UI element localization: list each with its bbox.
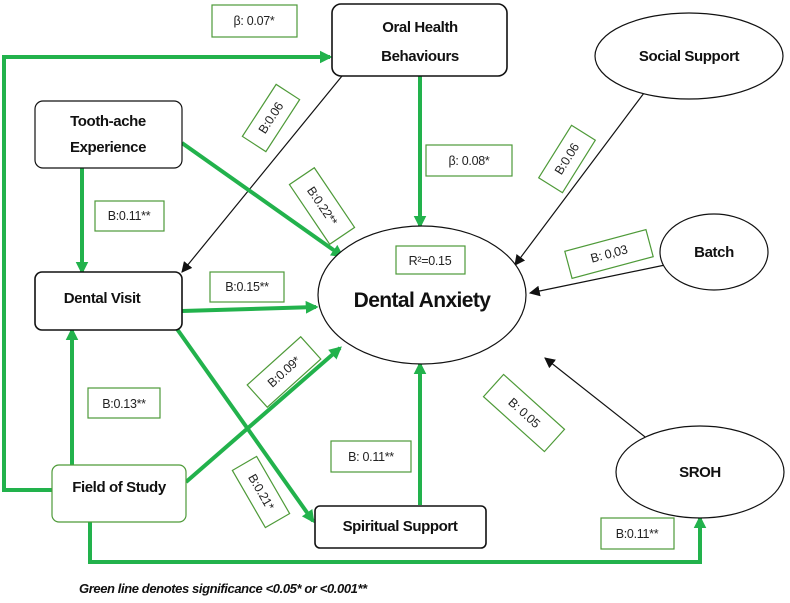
node-label: Oral Health (382, 19, 458, 36)
coef-label-visit-to-anxiety: B:0.15** (209, 271, 285, 303)
arrow-batch-to-anxiety (528, 264, 666, 297)
coef-label-social-to-anxiety: B:0.06 (537, 124, 597, 194)
coef-label-visit-to-spiritual: B:0.21* (231, 455, 291, 529)
node-sroh: SROH (615, 425, 785, 519)
coef-label-oral-to-anxiety: β: 0.08* (425, 144, 513, 177)
node-social-support: Social Support (594, 12, 784, 100)
coef-label-toothache-to-anxiety: B:0.22** (288, 166, 356, 246)
node-batch: Batch (659, 213, 769, 291)
coef-label-batch-to-anxiety: B: 0,03 (564, 228, 654, 280)
coef-value: B:0.13** (102, 397, 146, 411)
arrow-oral-to-visit (181, 75, 343, 273)
node-label: Tooth-ache (70, 113, 146, 130)
node-label: SROH (679, 464, 721, 481)
node-label: Field of Study (72, 479, 167, 496)
coef-value: B: 0.11** (348, 450, 394, 464)
arrow-field-to-anxiety (184, 346, 342, 484)
coef-value: B:0.11** (616, 527, 659, 541)
arrow-field-to-sroh (88, 515, 707, 564)
coef-value: β: 0.08* (449, 154, 490, 168)
coef-label-field-to-oral: β: 0.07* (211, 4, 298, 38)
coef-label-toothache-to-visit: B:0.11** (94, 200, 165, 232)
coef-label-field-to-sroh: B:0.11** (600, 517, 675, 550)
coef-label-oral-to-visit: B:0.06 (241, 83, 301, 153)
node-oral-health-behaviours: Oral Health Behaviours (331, 3, 508, 77)
coef-label-field-to-visit: B:0.13** (87, 387, 161, 419)
arrow-toothache-to-anxiety (180, 141, 345, 258)
node-label: Dental Anxiety (354, 289, 492, 312)
node-label: Spiritual Support (343, 518, 458, 535)
node-label: Social Support (639, 48, 740, 65)
node-spiritual-support: Spiritual Support (314, 505, 487, 549)
coef-label-spiritual-to-anxiety: B: 0.11** (330, 440, 412, 473)
node-label: Experience (70, 139, 146, 156)
node-dental-visit: Dental Visit (34, 271, 183, 331)
node-label: Batch (694, 244, 734, 261)
coef-label-sroh-to-anxiety: B: 0.05 (482, 373, 566, 453)
r-squared-label: R²=0.15 (395, 245, 466, 275)
arrow-visit-to-spiritual (163, 310, 315, 524)
arrow-field-to-oral (2, 50, 333, 492)
coef-value: B:0.15** (225, 280, 269, 294)
arrow-social-to-anxiety (514, 84, 651, 266)
coef-value: B:0.11** (108, 209, 151, 223)
node-label: Behaviours (381, 48, 459, 65)
node-toothache-experience: Tooth-ache Experience (34, 100, 183, 169)
node-label: Dental Visit (64, 290, 141, 307)
node-field-of-study: Field of Study (51, 464, 187, 523)
node-dental-anxiety: Dental Anxiety (317, 225, 527, 365)
r-squared-value: R²=0.15 (409, 254, 452, 268)
significance-footnote: Green line denotes significance <0.05* o… (79, 581, 367, 596)
coef-value: β: 0.07* (234, 14, 275, 28)
arrow-visit-to-anxiety (181, 300, 319, 314)
